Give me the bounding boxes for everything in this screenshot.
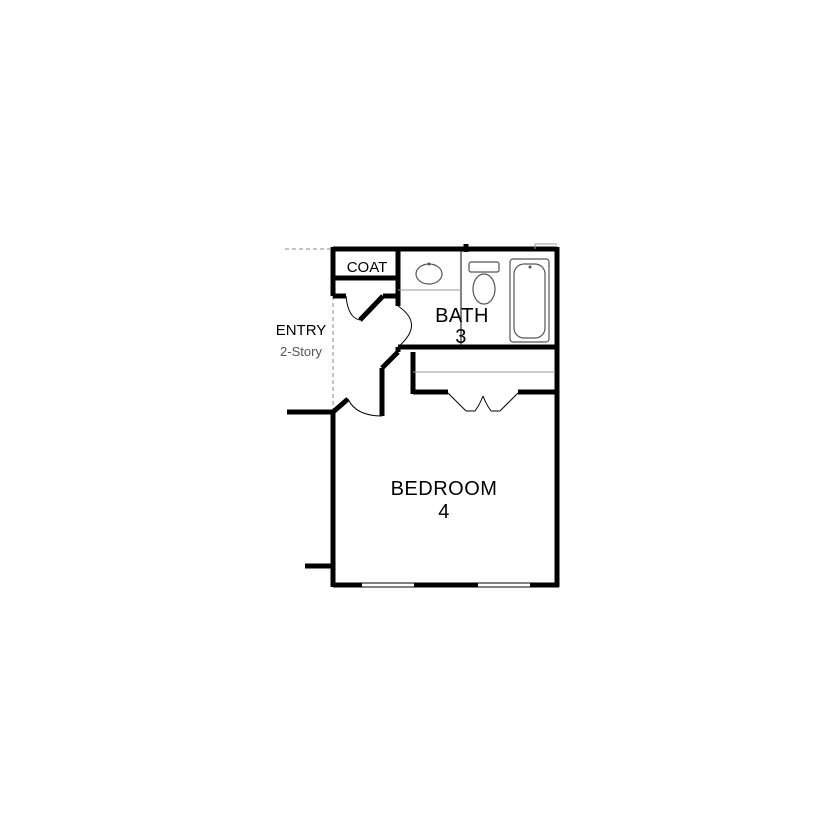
bedroom-label: BEDROOM (391, 478, 498, 500)
bedroom-number: 4 (438, 501, 450, 523)
bedroom-closet (410, 352, 557, 412)
entry-label: ENTRY (276, 322, 327, 339)
exterior-walls (287, 244, 560, 588)
entry-open-edges (285, 243, 557, 410)
entry-sublabel: 2-Story (280, 344, 322, 359)
bath-vanity (398, 262, 461, 291)
bath-walls (331, 249, 557, 417)
bathtub-icon (509, 258, 550, 343)
coat-closet (333, 249, 401, 322)
sink-icon (415, 263, 443, 285)
bath-label: BATH (435, 305, 489, 327)
bath-number: 3 (455, 326, 467, 348)
coat-label: COAT (347, 259, 388, 276)
toilet-icon (468, 261, 500, 305)
bedroom-windows (362, 582, 530, 588)
